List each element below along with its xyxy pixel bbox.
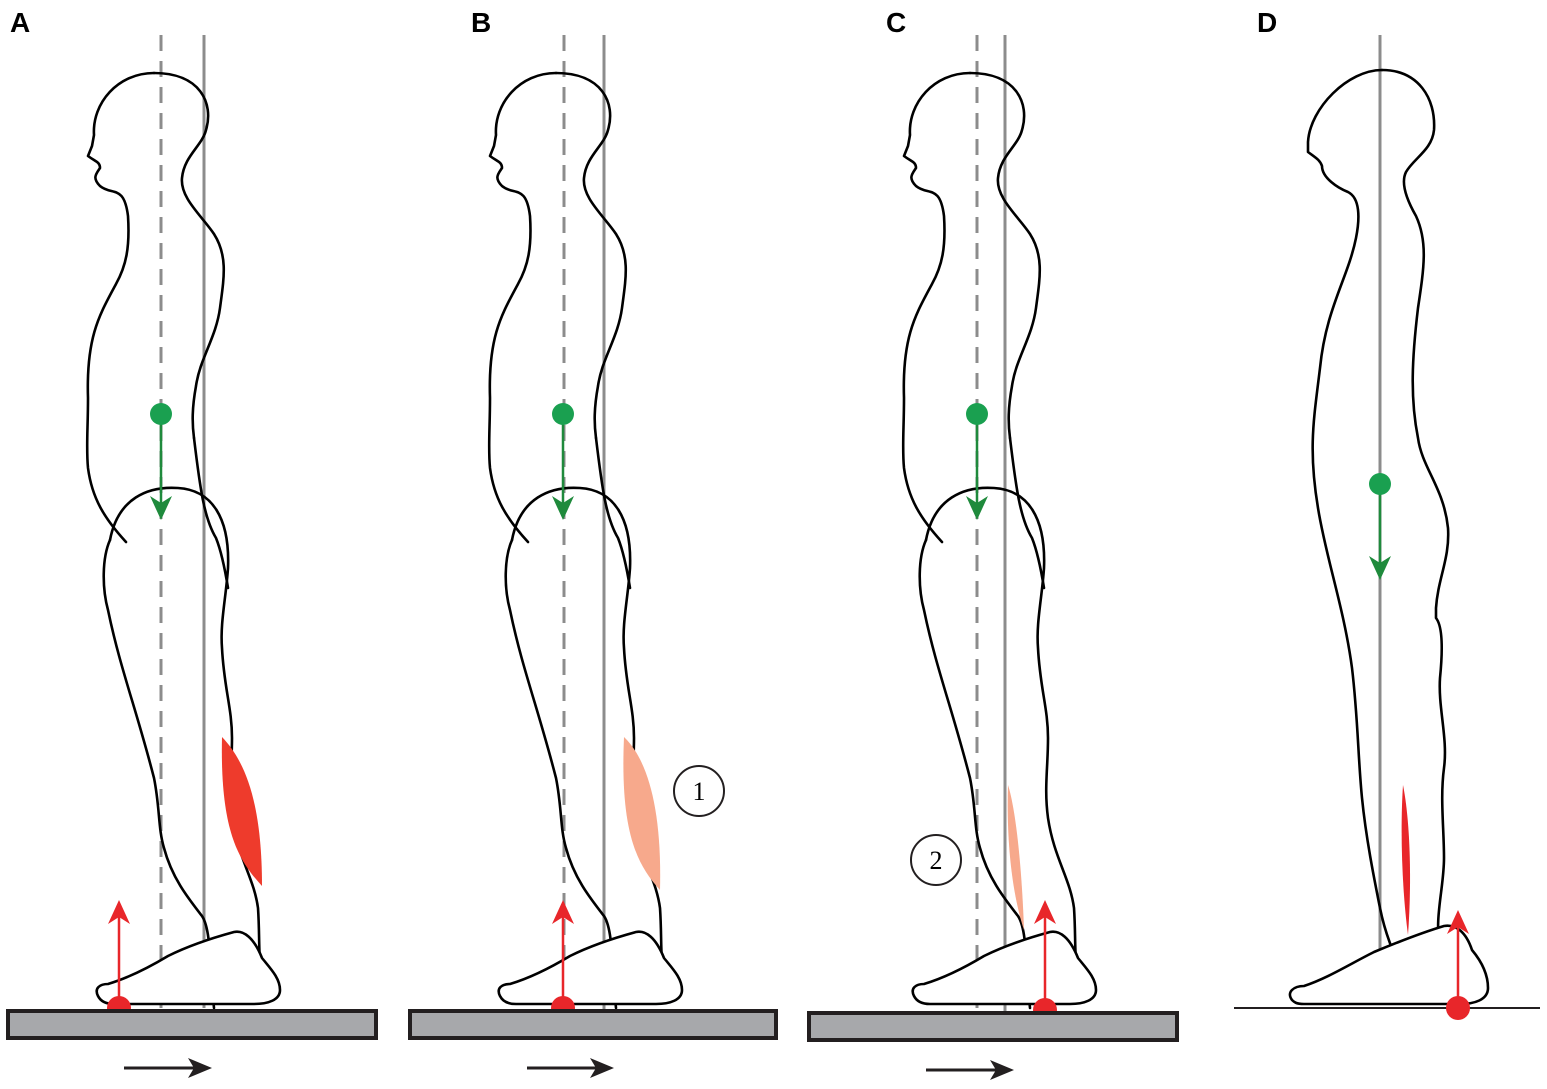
panel-d-grf-arrowhead <box>1447 910 1469 934</box>
panel-b-number-label: 1 <box>693 777 706 806</box>
panel-c: C 2 <box>807 7 1179 1080</box>
panel-b-grf-arrowhead <box>552 900 574 924</box>
panel-c-number-badge <box>910 834 962 886</box>
panel-c-platform <box>807 1011 1179 1042</box>
panel-c-muscle <box>1007 785 1024 930</box>
panel-label-a: A <box>10 7 30 38</box>
panel-c-grf-arrowhead <box>1034 900 1056 924</box>
panel-d-com-arrowhead <box>1369 556 1391 580</box>
panel-a-muscle <box>221 737 262 886</box>
panel-a-com-arrowhead <box>150 496 172 520</box>
panel-label-d: D <box>1257 7 1277 38</box>
panel-b-center-of-mass <box>552 403 574 425</box>
panel-d: D <box>1234 7 1540 1020</box>
panel-b-number-badge <box>673 765 725 817</box>
panel-b-movement-arrowhead <box>590 1058 614 1078</box>
panel-c-number-label: 2 <box>930 846 943 875</box>
panel-a-grf-arrowhead <box>108 900 130 924</box>
panel-d-muscle <box>1401 785 1411 935</box>
panel-b-com-arrowhead <box>552 496 574 520</box>
panel-d-grf-point <box>1446 996 1470 1020</box>
panel-c-com-arrowhead <box>966 496 988 520</box>
panel-a-platform <box>6 1009 378 1040</box>
panel-b-muscle <box>623 737 661 890</box>
panel-a-movement-arrowhead <box>188 1058 212 1078</box>
panel-b: B 1 <box>408 7 778 1078</box>
panel-b-platform <box>408 1009 778 1040</box>
panel-c-movement-arrowhead <box>990 1060 1014 1080</box>
panel-label-b: B <box>471 7 491 38</box>
panel-a: A <box>6 7 378 1078</box>
panel-label-c: C <box>886 7 906 38</box>
panel-d-center-of-mass <box>1369 473 1391 495</box>
panel-d-body-outline <box>1288 68 1490 1006</box>
panel-a-center-of-mass <box>150 403 172 425</box>
panel-c-center-of-mass <box>966 403 988 425</box>
